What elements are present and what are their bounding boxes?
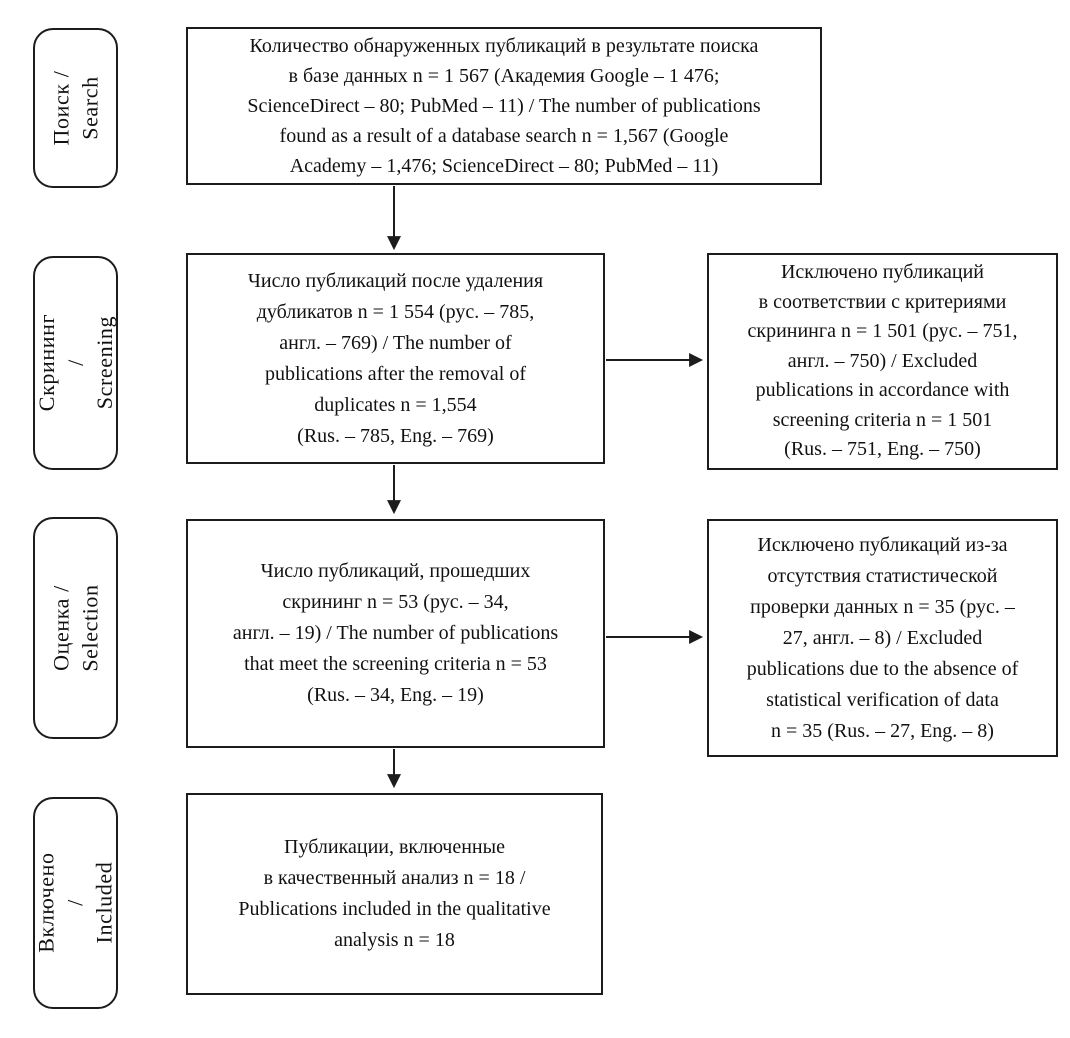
node-passed-screening-text: Число публикаций, прошедших скрининг n =… <box>232 560 559 706</box>
node-excluded-no-statistical-verification: Исключено публикаций из-за отсутствия ст… <box>707 519 1058 757</box>
node-publications-found: Количество обнаруженных публикаций в рез… <box>186 27 822 185</box>
node-after-duplicates-removed-text: Число публикаций после удаления дубликат… <box>247 269 544 447</box>
node-included-qualitative-analysis: Публикации, включенные в качественный ан… <box>186 793 603 995</box>
node-passed-screening: Число публикаций, прошедших скрининг n =… <box>186 519 605 748</box>
stage-label-search: Поиск / Search <box>33 28 118 188</box>
node-publications-found-text: Количество обнаруженных публикаций в рез… <box>247 35 761 177</box>
stage-label-screening: Скрининг / Screening <box>33 256 118 470</box>
stage-label-included-text: Включено / Included <box>33 852 118 954</box>
node-excluded-no-statistical-verification-text: Исключено публикаций из-за отсутствия ст… <box>746 533 1019 742</box>
stage-label-selection-text: Оценка / Selection <box>48 584 103 672</box>
node-excluded-screening-criteria: Исключено публикаций в соответствии с кр… <box>707 253 1058 470</box>
node-excluded-screening-criteria-text: Исключено публикаций в соответствии с кр… <box>747 261 1018 461</box>
stage-label-included: Включено / Included <box>33 797 118 1009</box>
stage-label-screening-text: Скрининг / Screening <box>33 314 118 412</box>
node-included-qualitative-analysis-text: Публикации, включенные в качественный ан… <box>238 836 551 951</box>
stage-label-selection: Оценка / Selection <box>33 517 118 739</box>
node-after-duplicates-removed: Число публикаций после удаления дубликат… <box>186 253 605 464</box>
stage-label-search-text: Поиск / Search <box>48 70 103 146</box>
